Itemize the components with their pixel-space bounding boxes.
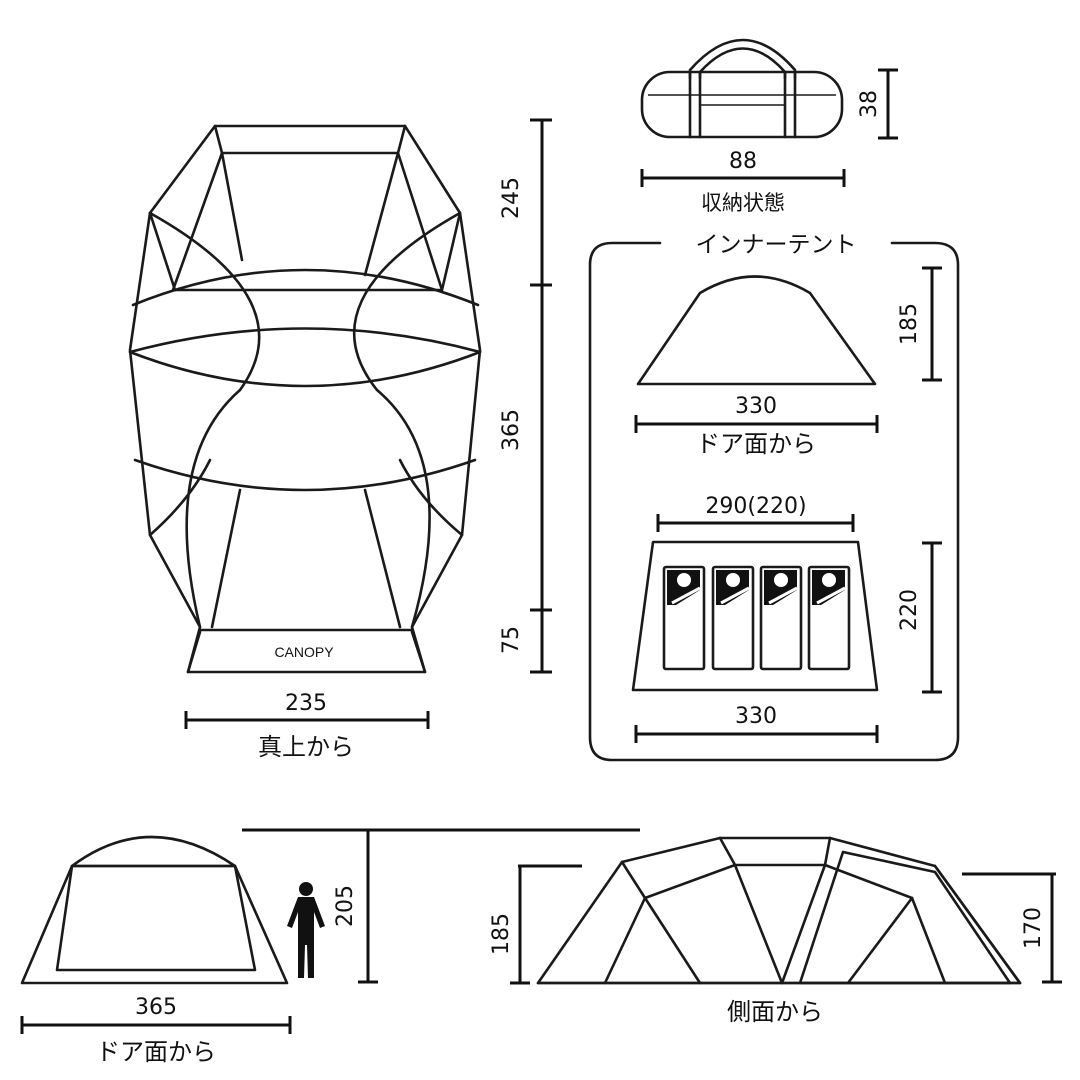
side-view-caption: 側面から — [727, 998, 823, 1026]
side-view-drawing — [536, 836, 1022, 985]
side-pole-2 — [718, 836, 784, 985]
inner-floor-depth-label: 220 — [897, 589, 922, 631]
inner-floor-bottom-dimension — [634, 725, 879, 743]
storage-caption: 収納状態 — [701, 191, 785, 215]
top-length-75: 75 — [499, 626, 524, 654]
sleeping-bag — [807, 565, 851, 671]
top-arc-3 — [128, 350, 482, 388]
top-length-dimension — [530, 118, 552, 674]
sleeping-bag — [662, 565, 706, 671]
front-width-label: 365 — [135, 995, 177, 1020]
top-length-365: 365 — [499, 409, 524, 451]
canopy-label: CANOPY — [274, 644, 334, 660]
side-left-height-label: 185 — [489, 913, 514, 955]
top-arc-1 — [131, 268, 480, 307]
front-outline — [20, 835, 289, 985]
top-width-dimension — [184, 711, 430, 729]
inner-door-width-dimension — [634, 415, 879, 433]
inner-floor-top-label: 290(220) — [705, 494, 806, 519]
bag-handle-outer — [688, 38, 797, 80]
storage-height-dimension — [878, 68, 898, 140]
sleeping-bag — [759, 565, 803, 671]
side-right-height-dimension — [962, 872, 1062, 984]
top-view-caption: 真上から — [258, 733, 354, 761]
front-view-caption: ドア面から — [96, 1038, 216, 1066]
bag-handle-inner — [698, 47, 787, 80]
sleeping-bag — [711, 565, 755, 671]
inner-door-height-dimension — [922, 266, 942, 382]
inner-door-shape — [636, 275, 877, 386]
top-width-label: 235 — [285, 691, 327, 716]
top-pole-left-upper — [148, 211, 261, 392]
side-rear-door — [798, 850, 1012, 985]
top-pole-left-lower — [185, 388, 242, 629]
storage-width-label: 88 — [729, 149, 757, 174]
top-pole-right-lower — [375, 388, 431, 629]
inner-floor-top-dimension — [656, 514, 855, 532]
person-figure — [287, 882, 325, 978]
front-width-dimension — [20, 1016, 292, 1034]
top-arc-4 — [133, 458, 477, 492]
top-length-245: 245 — [499, 177, 524, 219]
front-door-panel — [55, 864, 257, 972]
side-outline — [536, 836, 1022, 985]
bag-body — [640, 70, 844, 139]
top-arc-2 — [128, 327, 482, 354]
inner-floor-bottom-label: 330 — [735, 704, 777, 729]
inner-tent-title: インナーテント — [696, 232, 857, 258]
top-pole-right-upper — [352, 211, 462, 392]
side-right-height-label: 170 — [1021, 907, 1046, 949]
inner-door-width-label: 330 — [735, 394, 777, 419]
storage-height-label: 38 — [857, 90, 882, 118]
top-view-drawing — [128, 124, 482, 674]
top-view-outline — [128, 124, 482, 674]
front-height-dimension — [358, 830, 378, 984]
inner-door-height-label: 185 — [897, 303, 922, 345]
front-view-drawing — [20, 835, 289, 985]
sleeping-bags — [662, 565, 851, 671]
storage-bag-drawing — [640, 38, 844, 139]
side-left-height-dimension — [510, 864, 582, 985]
inner-door-caption: ドア面から — [696, 430, 816, 458]
storage-width-dimension — [640, 169, 846, 187]
inner-floor-outline — [631, 540, 879, 692]
front-height-label: 205 — [333, 885, 358, 927]
inner-floor-depth-dimension — [922, 541, 942, 694]
inner-tent-frame — [588, 241, 960, 762]
